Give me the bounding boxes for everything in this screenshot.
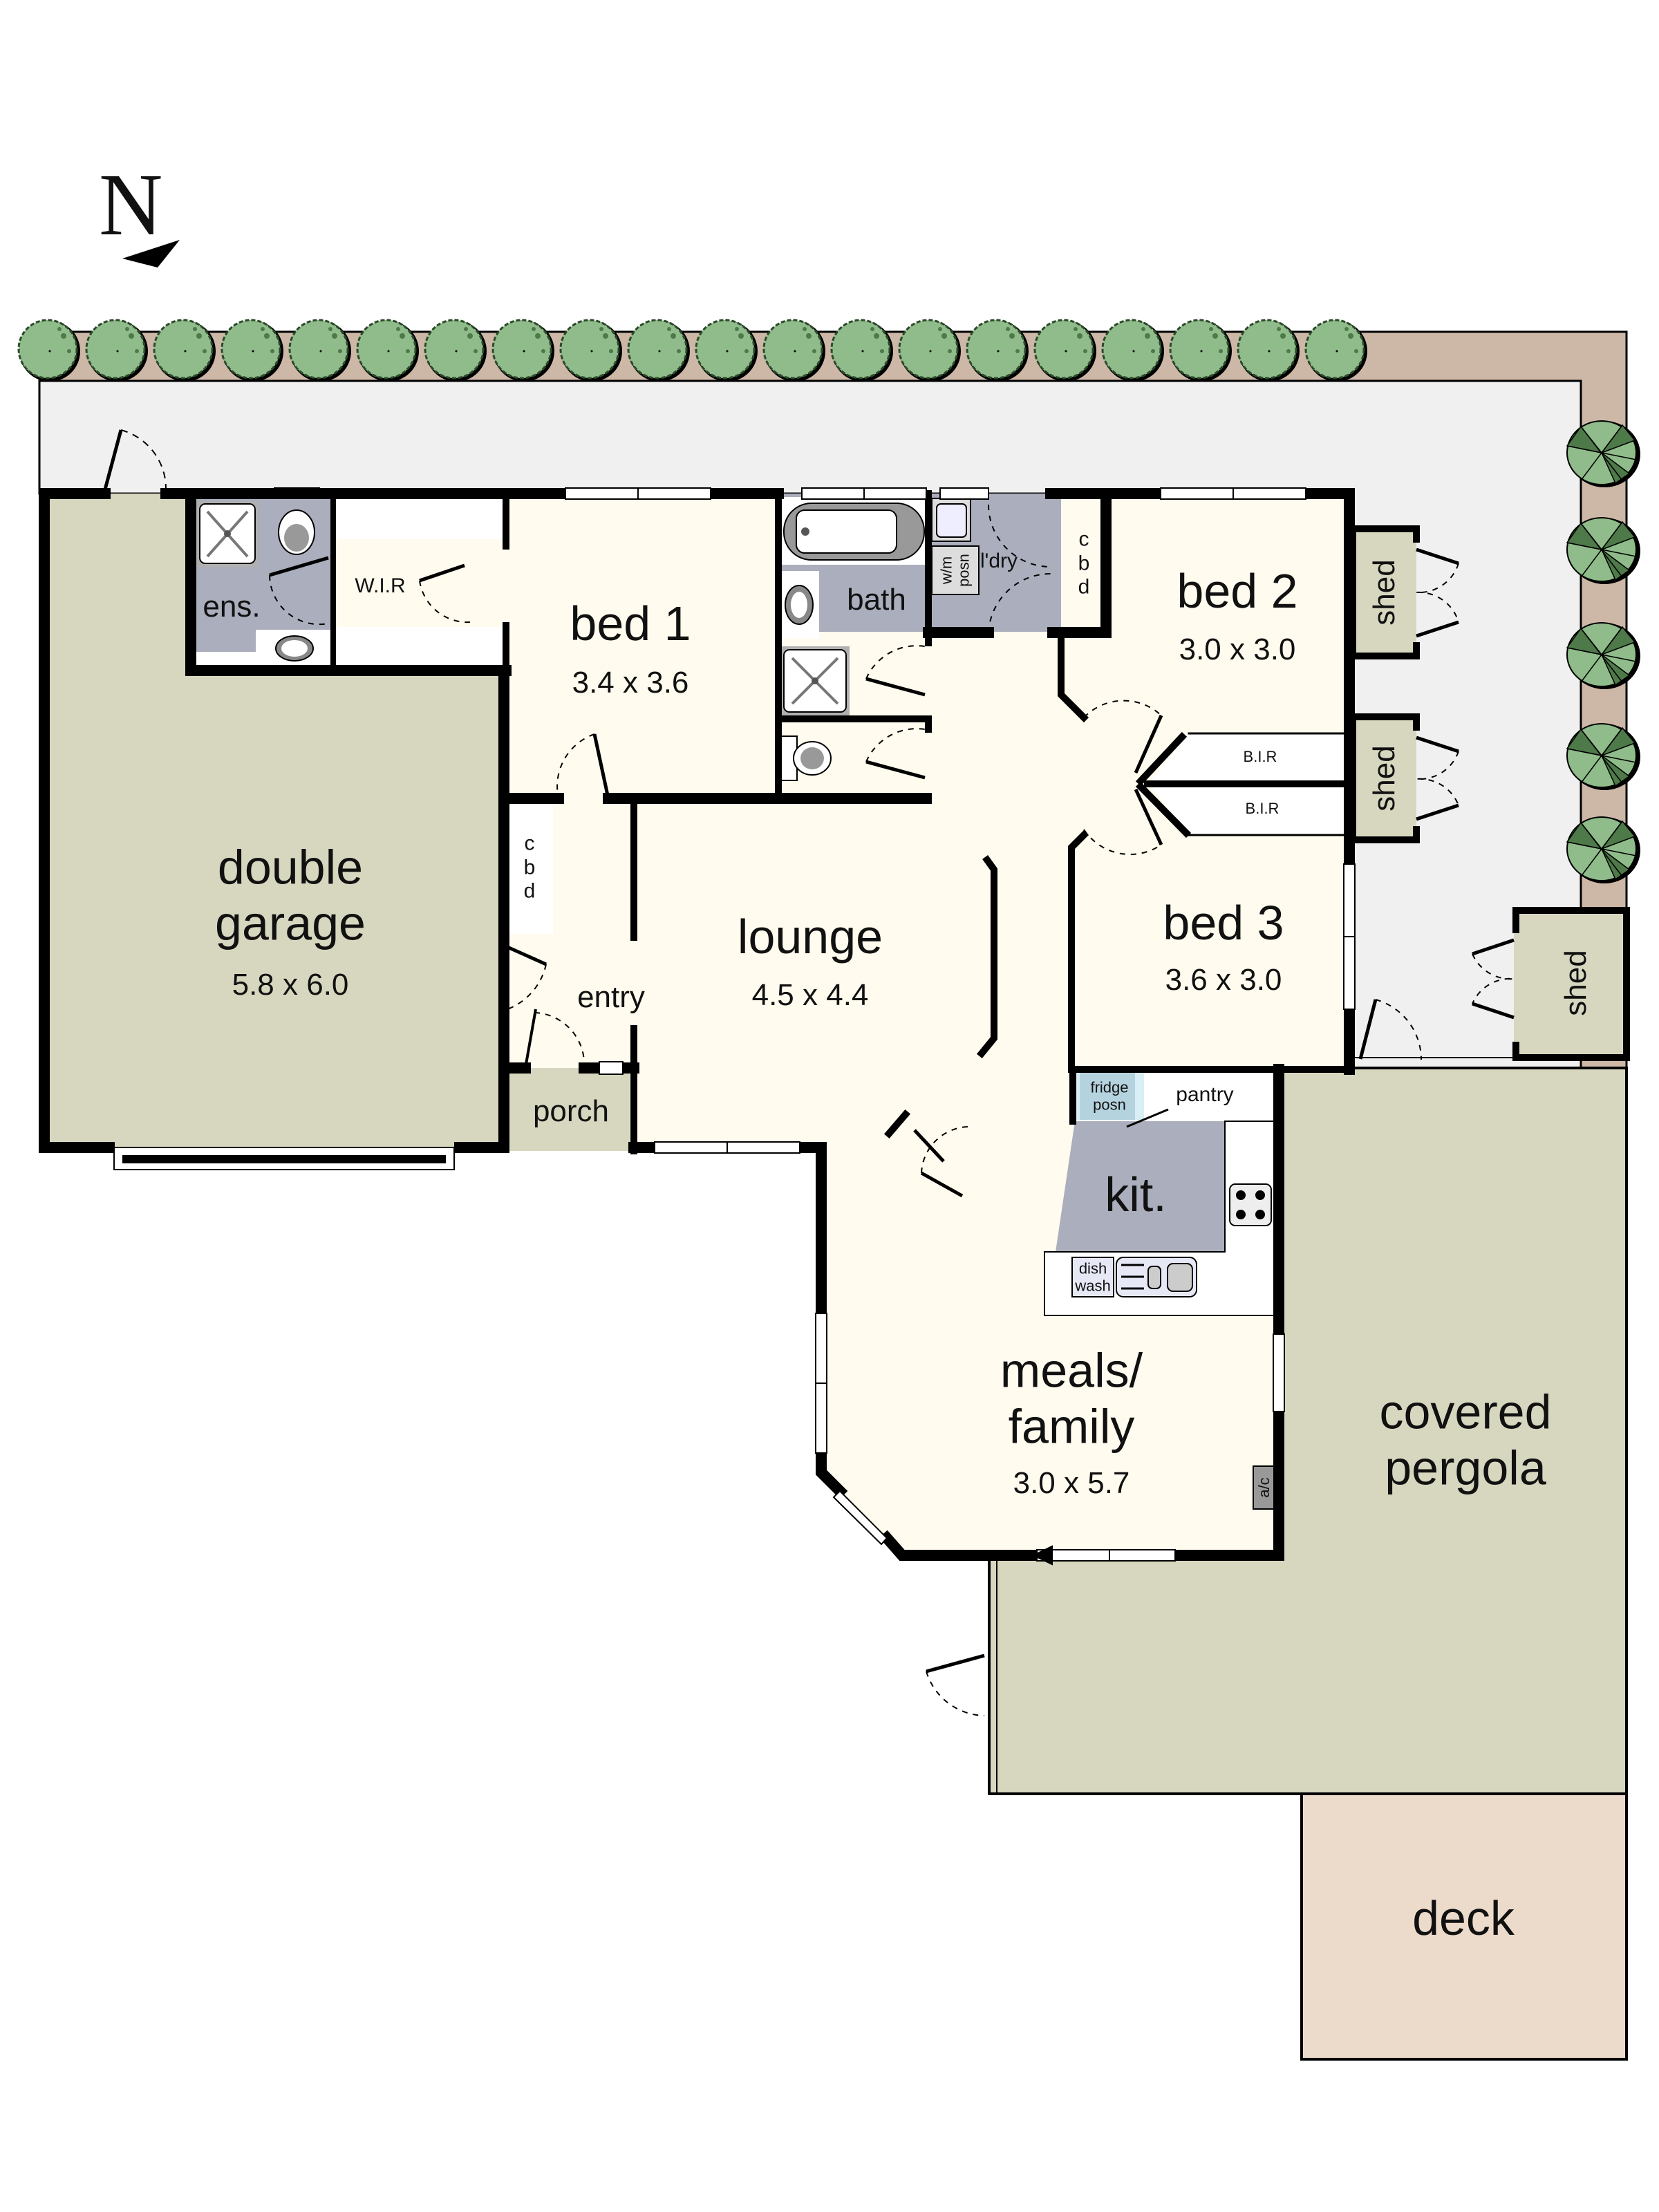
dishwasher-label: dish wash: [1075, 1259, 1111, 1295]
windows: [113, 487, 1356, 1566]
compass-north-label: N: [99, 156, 163, 254]
ensuite-label: ens.: [203, 590, 261, 624]
pantry-label: pantry: [1176, 1083, 1234, 1106]
bir-top-label: B.I.R: [1243, 748, 1277, 765]
bed3-dims: 3.6 x 3.0: [1165, 963, 1282, 997]
shed1-label: shed: [1367, 559, 1401, 626]
entry-label: entry: [577, 980, 645, 1014]
garage-label: double garage: [215, 840, 366, 950]
fixtures: [195, 487, 1275, 1510]
ac-label: a/c: [1255, 1477, 1273, 1498]
washing-machine-label: w/m posn: [937, 554, 973, 587]
wir-label: W.I.R: [355, 574, 406, 597]
lounge-label: lounge: [737, 910, 883, 964]
pergola-label: covered pergola: [1379, 1385, 1552, 1495]
bed1-dims: 3.4 x 3.6: [572, 666, 689, 700]
cbd-entry-label: c b d: [523, 832, 536, 903]
north-arrow-icon: [122, 240, 180, 268]
meals-dims: 3.0 x 5.7: [1013, 1466, 1130, 1500]
bed1-label: bed 1: [570, 597, 691, 650]
shed3-label: shed: [1559, 950, 1593, 1016]
fridge-label: fridge posn: [1090, 1078, 1129, 1114]
bed3-label: bed 3: [1163, 896, 1284, 950]
lounge-dims: 4.5 x 4.4: [751, 978, 869, 1012]
bed2-dims: 3.0 x 3.0: [1179, 632, 1296, 666]
bath-label: bath: [847, 583, 906, 617]
garage-dims: 5.8 x 6.0: [232, 968, 349, 1002]
cbd-laundry-label: c b d: [1078, 527, 1090, 599]
kitchen-label: kit.: [1105, 1168, 1167, 1221]
doors: [103, 429, 1515, 1716]
deck-label: deck: [1412, 1891, 1515, 1945]
meals-label: meals/ family: [1000, 1343, 1143, 1454]
bed2-label: bed 2: [1177, 564, 1298, 618]
bir-bottom-label: B.I.R: [1245, 800, 1280, 817]
porch-label: porch: [532, 1094, 610, 1128]
shed2-label: shed: [1367, 745, 1401, 812]
laundry-label: l'dry: [980, 550, 1018, 572]
